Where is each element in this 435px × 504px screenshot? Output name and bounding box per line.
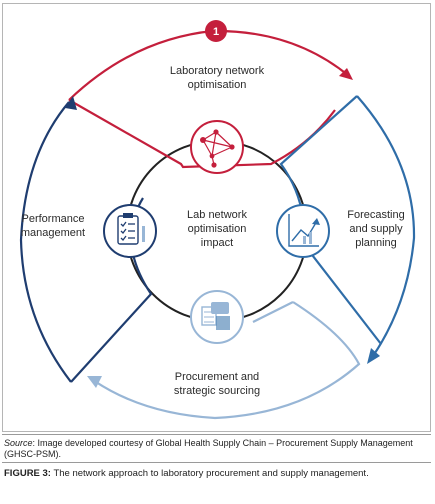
caption-divider-2	[2, 462, 431, 463]
top-stage-label: Laboratory network optimisation	[137, 64, 297, 92]
right-stage-text: Forecasting and supply planning	[347, 209, 405, 249]
bottom-stage-text: Procurement and strategic sourcing	[173, 371, 261, 397]
navy-arrowhead	[65, 96, 77, 110]
figure-text: The network approach to laboratory procu…	[50, 468, 369, 479]
procurement-icon	[190, 290, 244, 344]
right-stage-label: Forecasting and supply planning	[330, 208, 422, 250]
source-prefix: Source	[4, 438, 33, 448]
step-badge-number: 1	[213, 26, 219, 38]
left-stage-label: Performance management	[11, 212, 95, 240]
forecast-chart-icon	[276, 204, 330, 258]
navy-arc	[19, 101, 72, 383]
blue-arc	[356, 95, 416, 357]
center-label: Lab network optimisation impact	[163, 208, 271, 250]
diagram-panel: 1	[2, 3, 431, 432]
clipboard-icon	[103, 204, 157, 258]
top-stage-text: Laboratory network optimisation	[169, 65, 265, 91]
figure-label: FIGURE 3:	[4, 468, 51, 479]
cycle-diagram: 1	[19, 20, 416, 420]
red-arrowhead	[339, 68, 353, 80]
source-note: Source: Image developed courtesy of Glob…	[4, 438, 429, 460]
caption-divider	[2, 434, 431, 435]
bottom-stage-label: Procurement and strategic sourcing	[137, 370, 297, 398]
source-text: : Image developed courtesy of Global Hea…	[4, 438, 413, 459]
light-blue-arc	[92, 301, 361, 420]
center-text: Lab network optimisation impact	[187, 209, 247, 249]
light-blue-arrowhead	[87, 376, 102, 388]
step-badge	[205, 20, 227, 42]
blue-arrowhead	[367, 348, 380, 364]
network-icon	[190, 120, 244, 174]
left-stage-text: Performance management	[20, 213, 86, 239]
light-blue-bracket	[252, 301, 294, 323]
figure-caption: FIGURE 3: The network approach to labora…	[4, 468, 429, 480]
